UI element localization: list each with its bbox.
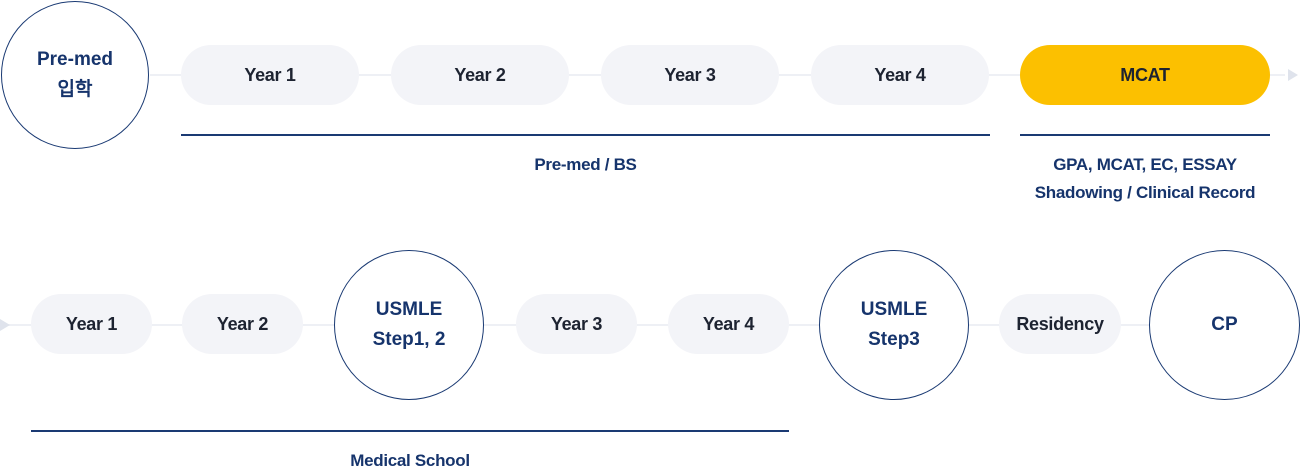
usmle-step12-circle: USMLE Step1, 2 bbox=[334, 250, 484, 400]
medschool-year-2-pill: Year 2 bbox=[182, 294, 303, 354]
medschool-bracket bbox=[31, 430, 789, 432]
mcat-pill: MCAT bbox=[1020, 45, 1270, 105]
premed-year-3-pill: Year 3 bbox=[601, 45, 779, 105]
premed-caption: Pre-med / BS bbox=[534, 155, 637, 174]
premed-entry-circle: Pre-med 입학 bbox=[1, 1, 149, 149]
medschool-caption: Medical School bbox=[350, 451, 470, 470]
mcat-caption: GPA, MCAT, EC, ESSAY Shadowing / Clinica… bbox=[990, 151, 1300, 207]
premed-entry-sublabel: 입학 bbox=[57, 79, 93, 100]
usmle-step12-label: USMLE bbox=[375, 298, 443, 320]
premed-year-4-pill: Year 4 bbox=[811, 45, 989, 105]
mcat-caption-line1: GPA, MCAT, EC, ESSAY bbox=[1053, 155, 1237, 174]
medschool-year-1-pill: Year 1 bbox=[31, 294, 152, 354]
usmle-step3-sublabel: Step3 bbox=[868, 329, 920, 350]
usmle-step12-sublabel: Step1, 2 bbox=[372, 329, 446, 350]
cp-circle: CP bbox=[1149, 250, 1300, 400]
usmle-step3-label: USMLE bbox=[860, 298, 928, 320]
usmle-step3-circle: USMLE Step3 bbox=[819, 250, 969, 400]
row2-arrow-icon bbox=[0, 319, 10, 331]
mcat-caption-line2: Shadowing / Clinical Record bbox=[1034, 183, 1256, 202]
premed-entry-label: Pre-med bbox=[36, 48, 114, 70]
premed-bracket bbox=[181, 134, 990, 136]
residency-pill: Residency bbox=[999, 294, 1121, 354]
premed-year-1-pill: Year 1 bbox=[181, 45, 359, 105]
medschool-year-3-pill: Year 3 bbox=[516, 294, 637, 354]
premed-year-2-pill: Year 2 bbox=[391, 45, 569, 105]
mcat-bracket bbox=[1020, 134, 1270, 136]
cp-label: CP bbox=[1211, 313, 1238, 335]
row1-arrow-icon bbox=[1288, 69, 1298, 81]
medschool-year-4-pill: Year 4 bbox=[668, 294, 789, 354]
